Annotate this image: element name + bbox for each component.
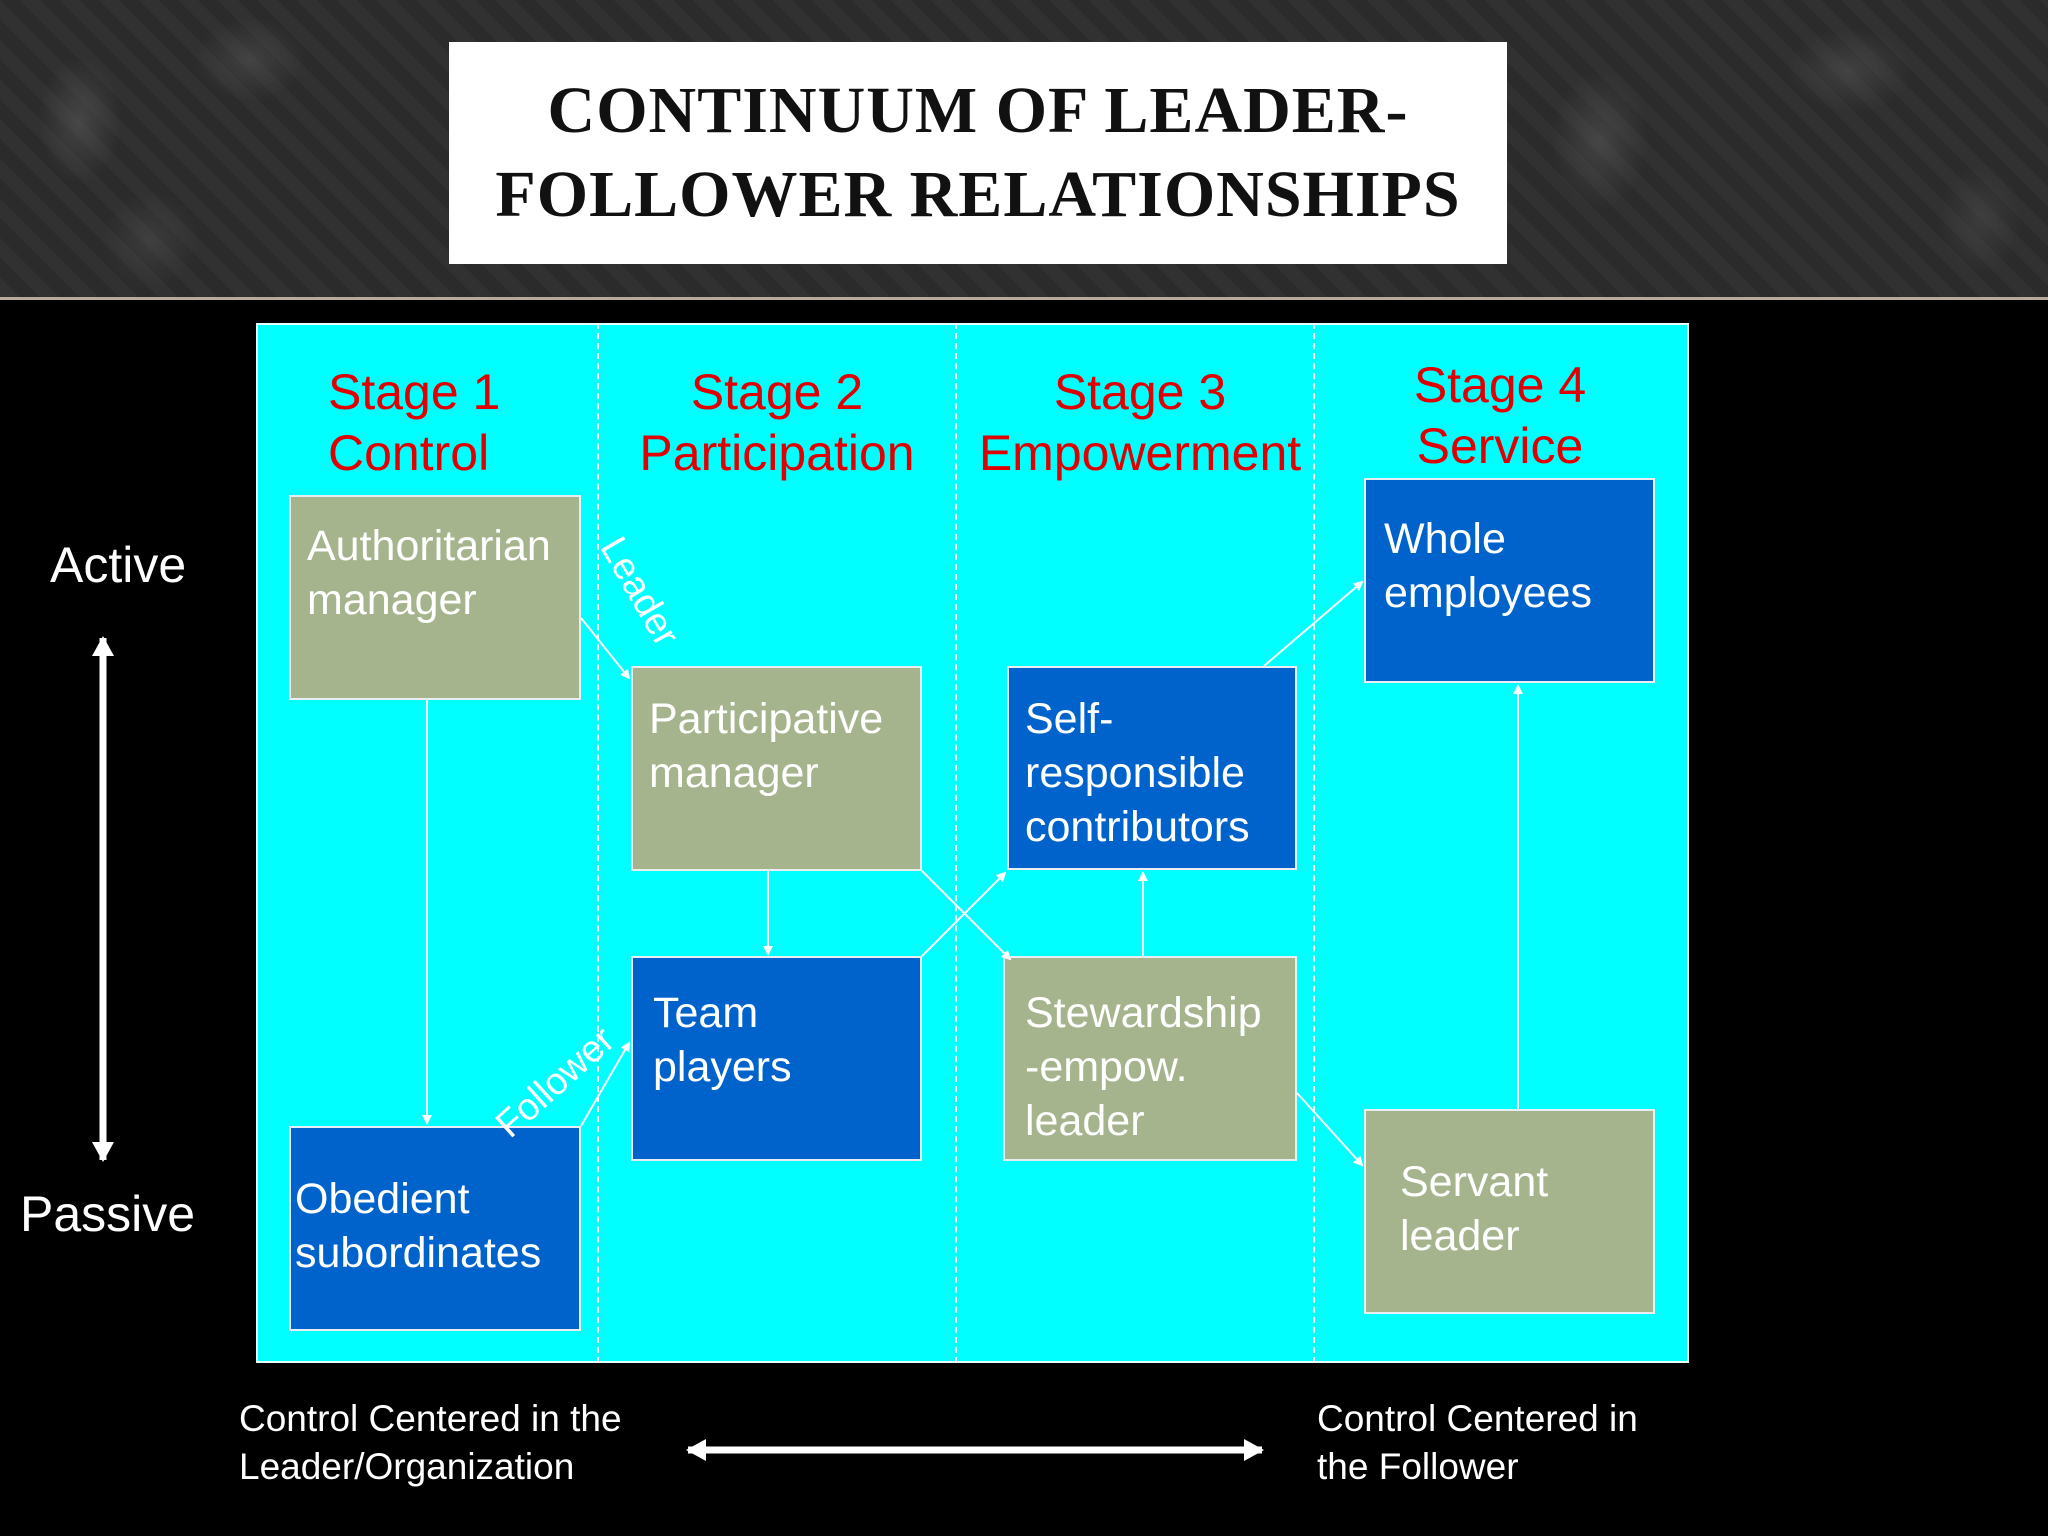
- stage-1-name: Control: [328, 425, 490, 481]
- node-self-line3: contributors: [1025, 803, 1250, 851]
- stage-2-header: Stage 2 Participation: [632, 362, 922, 484]
- title-line-2: FOLLOWER RELATIONSHIPS: [495, 158, 1461, 231]
- title-line-1: CONTINUUM OF LEADER-: [547, 74, 1409, 147]
- node-authoritarian-manager: Authoritarian manager: [289, 495, 581, 700]
- stage-divider-2: [955, 323, 957, 1363]
- node-team-line1: Team: [653, 989, 759, 1037]
- node-stewardship-leader: Stewardship -empow. leader: [1003, 956, 1297, 1161]
- header-divider: [0, 297, 2048, 300]
- bottom-right-line2: the Follower: [1317, 1446, 1519, 1487]
- node-participative-manager: Participative manager: [631, 666, 922, 871]
- node-team-players: Team players: [631, 956, 922, 1161]
- node-self-line1: Self-: [1025, 695, 1114, 743]
- node-stewardship-line2: -empow.: [1025, 1043, 1188, 1091]
- node-self-responsible-contributors: Self- responsible contributors: [1007, 666, 1297, 870]
- node-authoritarian-line2: manager: [307, 576, 477, 624]
- node-obedient-line2: subordinates: [295, 1229, 542, 1277]
- bottom-right-line1: Control Centered in: [1317, 1398, 1638, 1439]
- stage-3-number: Stage 3: [1053, 364, 1227, 420]
- bottom-label-follower: Control Centered in the Follower: [1317, 1395, 1638, 1491]
- stage-divider-3: [1313, 323, 1315, 1363]
- node-obedient-subordinates: Obedient subordinates: [289, 1126, 581, 1331]
- slide-title: CONTINUUM OF LEADER- FOLLOWER RELATIONSH…: [478, 69, 1478, 237]
- stage-4-number: Stage 4: [1413, 357, 1587, 413]
- stage-3-name: Empowerment: [978, 425, 1302, 481]
- stage-2-number: Stage 2: [690, 364, 864, 420]
- stage-2-name: Participation: [639, 425, 915, 481]
- node-participative-line2: manager: [649, 749, 819, 797]
- stage-4-name: Service: [1416, 418, 1584, 474]
- node-obedient-line1: Obedient: [295, 1175, 470, 1223]
- stage-1-number: Stage 1: [328, 364, 501, 420]
- stage-4-header: Stage 4 Service: [1360, 355, 1640, 477]
- node-whole-employees: Whole employees: [1364, 478, 1655, 683]
- bottom-left-line2: Leader/Organization: [239, 1446, 575, 1487]
- node-whole-line2: employees: [1384, 569, 1592, 617]
- node-servant-line1: Servant: [1400, 1158, 1549, 1206]
- bottom-left-line1: Control Centered in the: [239, 1398, 622, 1439]
- node-self-line2: responsible: [1025, 749, 1245, 797]
- stage-1-header: Stage 1 Control: [328, 362, 500, 484]
- node-team-line2: players: [653, 1043, 792, 1091]
- node-servant-line2: leader: [1400, 1212, 1520, 1260]
- node-authoritarian-line1: Authoritarian: [307, 522, 551, 570]
- node-stewardship-line1: Stewardship: [1025, 989, 1262, 1037]
- node-stewardship-line3: leader: [1025, 1097, 1145, 1145]
- stage-3-header: Stage 3 Empowerment: [975, 362, 1305, 484]
- bottom-label-leader-organization: Control Centered in the Leader/Organizat…: [239, 1395, 622, 1491]
- node-participative-line1: Participative: [649, 695, 884, 743]
- node-servant-leader: Servant leader: [1364, 1109, 1655, 1314]
- title-box: CONTINUUM OF LEADER- FOLLOWER RELATIONSH…: [449, 42, 1507, 264]
- axis-label-active: Active: [50, 537, 187, 593]
- stage-divider-1: [597, 323, 599, 1363]
- node-whole-line1: Whole: [1384, 515, 1506, 563]
- axis-label-passive: Passive: [20, 1186, 196, 1242]
